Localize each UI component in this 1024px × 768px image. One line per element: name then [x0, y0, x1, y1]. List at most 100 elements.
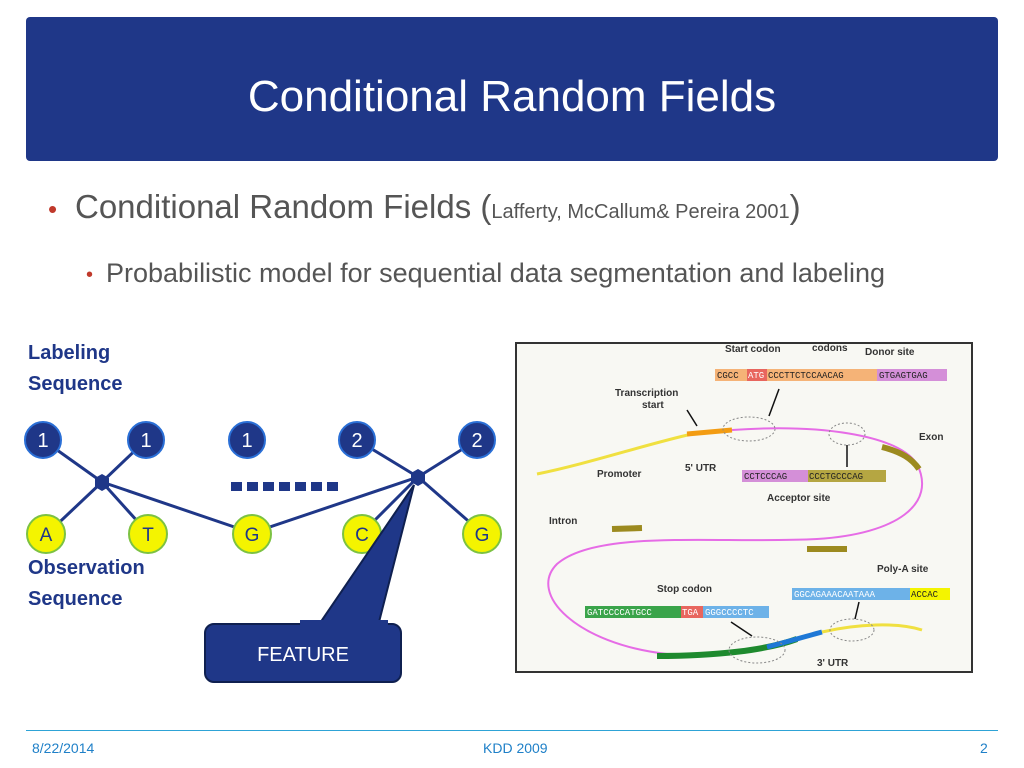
bullet1-close: ): [789, 188, 801, 225]
labeling-line1: Labeling: [28, 342, 111, 364]
seq-box: [792, 588, 910, 600]
seq-text: CCCTTCTCCAACAG: [768, 371, 844, 381]
exon-segment: [611, 525, 643, 532]
promoter-label: Promoter: [597, 469, 642, 480]
tail-strand: [821, 623, 923, 634]
label-node-text: 2: [351, 430, 362, 452]
label-node-text: 1: [241, 430, 252, 452]
observation-node: [232, 514, 272, 554]
label-node-text: 1: [140, 430, 151, 452]
ellipsis-dot: [231, 482, 242, 491]
ellipsis-dot: [279, 482, 290, 491]
seq-text: ATG: [748, 371, 764, 381]
exon-segment: [881, 444, 922, 471]
seq-box: [703, 606, 769, 618]
factor-node: [95, 474, 109, 491]
seq-text: CCCTGCCCAG: [809, 472, 863, 482]
labeling-sequence-label: Labeling Sequence: [28, 338, 122, 400]
footer-center: KDD 2009: [483, 740, 548, 756]
exon-label: Exon: [919, 432, 943, 443]
seq-box: [747, 369, 767, 381]
seq-box: [877, 369, 947, 381]
seq-text: CCTCCCAG: [744, 472, 787, 482]
label-node: [458, 421, 496, 459]
seq-text: GGGCCCCTC: [705, 608, 754, 618]
ellipsis-dot: [247, 482, 258, 491]
arrow-icon: [730, 621, 753, 637]
zoom-ellipse: [828, 422, 866, 446]
transcription-label-2: start: [642, 400, 664, 411]
arrow-icon: [854, 601, 860, 620]
zoom-ellipse: [722, 416, 776, 442]
promoter-strand: [536, 432, 693, 476]
seq-text: TGA: [682, 608, 699, 618]
utr5-strand: [686, 427, 733, 437]
poly-a-site-label: Poly-A site: [877, 564, 929, 575]
observation-node: [128, 514, 168, 554]
label-node: [338, 421, 376, 459]
observation-node-text: A: [40, 525, 53, 546]
footer-divider: [26, 730, 998, 731]
zoom-ellipse: [829, 618, 875, 642]
label-nodes: 1 1 1 2 2: [24, 421, 496, 459]
seq-box: [767, 369, 877, 381]
label-node: [24, 421, 62, 459]
seq-text: GTGAGTGAG: [879, 371, 928, 381]
title-bar: Conditional Random Fields: [26, 17, 998, 161]
bullet1-main: Conditional Random Fields (: [75, 188, 492, 225]
edge: [101, 480, 253, 535]
feature-callout: FEATURE: [204, 484, 415, 683]
seq-text: GGCAGAAACAATAAA: [794, 590, 876, 600]
coding-strand-end: [656, 636, 799, 659]
gene-structure-svg: Start codon codons Donor site Transcript…: [536, 343, 950, 669]
stop-codon-label: Stop codon: [657, 584, 712, 595]
observation-node-text: C: [355, 525, 369, 546]
arrow-icon: [686, 409, 698, 427]
seq-box: [910, 588, 950, 600]
acceptor-site-label: Acceptor site: [767, 493, 831, 504]
labeling-line2: Sequence: [28, 373, 123, 395]
utr5-label: 5' UTR: [685, 463, 717, 474]
utr3-label: 3' UTR: [817, 658, 849, 669]
seq-text: CGCC: [717, 371, 739, 381]
seq-box: [715, 369, 747, 381]
seq-text: GATCCCCATGCC: [587, 608, 652, 618]
footer-date: 8/22/2014: [32, 740, 95, 756]
arrow-icon: [768, 388, 780, 417]
ellipsis-dot: [327, 482, 338, 491]
seq-box: [742, 470, 808, 482]
transcription-label-1: Transcription: [615, 388, 678, 399]
gene-structure-figure: Start codon codons Donor site Transcript…: [515, 342, 973, 673]
bullet-dot-icon: •: [48, 194, 58, 224]
seq-box: [585, 606, 681, 618]
observation-node-text: G: [245, 525, 260, 546]
ellipsis-dots: [231, 482, 338, 491]
codons-label: codons: [812, 344, 848, 354]
label-node: [127, 421, 165, 459]
bullet-dot-icon: •: [86, 264, 94, 286]
observation-node-text: G: [475, 525, 490, 546]
label-node-text: 1: [37, 430, 48, 452]
factor-node: [411, 469, 425, 486]
start-codon-label: Start codon: [725, 344, 781, 355]
ellipsis-dot: [295, 482, 306, 491]
feature-label: FEATURE: [257, 644, 349, 666]
observation-node-text: T: [142, 525, 154, 546]
observation-sequence-label: Observation Sequence: [28, 553, 145, 615]
bullet2-text: Probabilistic model for sequential data …: [106, 258, 885, 288]
intron-strand: [547, 427, 923, 655]
intron-label: Intron: [549, 516, 577, 527]
edge: [251, 475, 419, 535]
seq-text: ACCAC: [911, 590, 939, 600]
seq-box: [808, 470, 886, 482]
zoom-ellipse: [728, 636, 786, 664]
ellipsis-dot: [311, 482, 322, 491]
donor-site-label: Donor site: [865, 347, 915, 358]
bullet1-citation: Lafferty, McCallum& Pereira 2001: [491, 201, 790, 223]
slide-title: Conditional Random Fields: [247, 72, 777, 121]
footer-page-number: 2: [980, 740, 988, 756]
label-node: [228, 421, 266, 459]
observation-line1: Observation: [28, 557, 145, 579]
label-node-text: 2: [471, 430, 482, 452]
